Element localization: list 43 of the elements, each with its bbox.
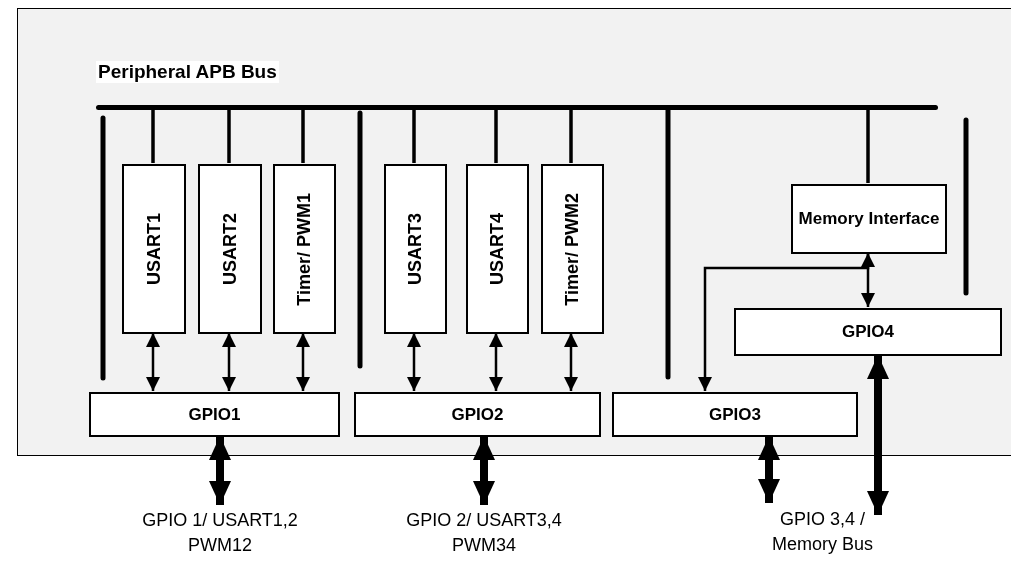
arrow [146, 333, 160, 391]
block-box [541, 164, 604, 334]
block-label: GPIO4 [842, 322, 894, 342]
arrow [867, 355, 889, 515]
block-label: GPIO1 [188, 404, 241, 425]
block-box [466, 164, 529, 334]
bus-stub-line [151, 109, 155, 163]
bus-stub-line [494, 109, 498, 163]
block-box [354, 392, 601, 437]
block-label: GPIO3 [709, 404, 761, 425]
bus-stub-line [569, 109, 573, 163]
signal-label: GPIO 1/ USART1,2 PWM12 [141, 508, 299, 557]
arrow [564, 333, 578, 391]
block-box [273, 164, 336, 334]
block-box [384, 164, 447, 334]
block-label: Timer/ PWM1 [295, 192, 314, 306]
block-box [122, 164, 186, 334]
arrow [222, 333, 236, 391]
panel-background [17, 8, 1011, 456]
arrow [296, 333, 310, 391]
block-label: Timer/ PWM2 [563, 192, 582, 306]
bus-stub-line [866, 109, 870, 183]
arrow [698, 253, 870, 391]
arrow [407, 333, 421, 391]
block-label: Memory Interface [798, 209, 940, 229]
arrow [861, 253, 875, 307]
signal-label: GPIO 3,4 / Memory Bus [771, 507, 874, 556]
block-box [734, 308, 1002, 356]
bus-stub-line [301, 109, 305, 163]
block-box [198, 164, 262, 334]
block-label: USART2 [220, 213, 240, 285]
arrow [489, 333, 503, 391]
block-label: USART1 [144, 213, 164, 285]
bus-stub-line [227, 109, 231, 163]
block-label: GPIO2 [451, 404, 504, 425]
signal-label: GPIO 2/ USART3,4 PWM34 [405, 508, 563, 557]
block-box [89, 392, 340, 437]
bus-label: Peripheral APB Bus [96, 61, 279, 83]
block-box [612, 392, 858, 437]
block-label: USART3 [406, 213, 425, 285]
block-box [791, 184, 947, 254]
bus-stub-line [412, 109, 416, 163]
block-label: USART4 [488, 213, 507, 285]
